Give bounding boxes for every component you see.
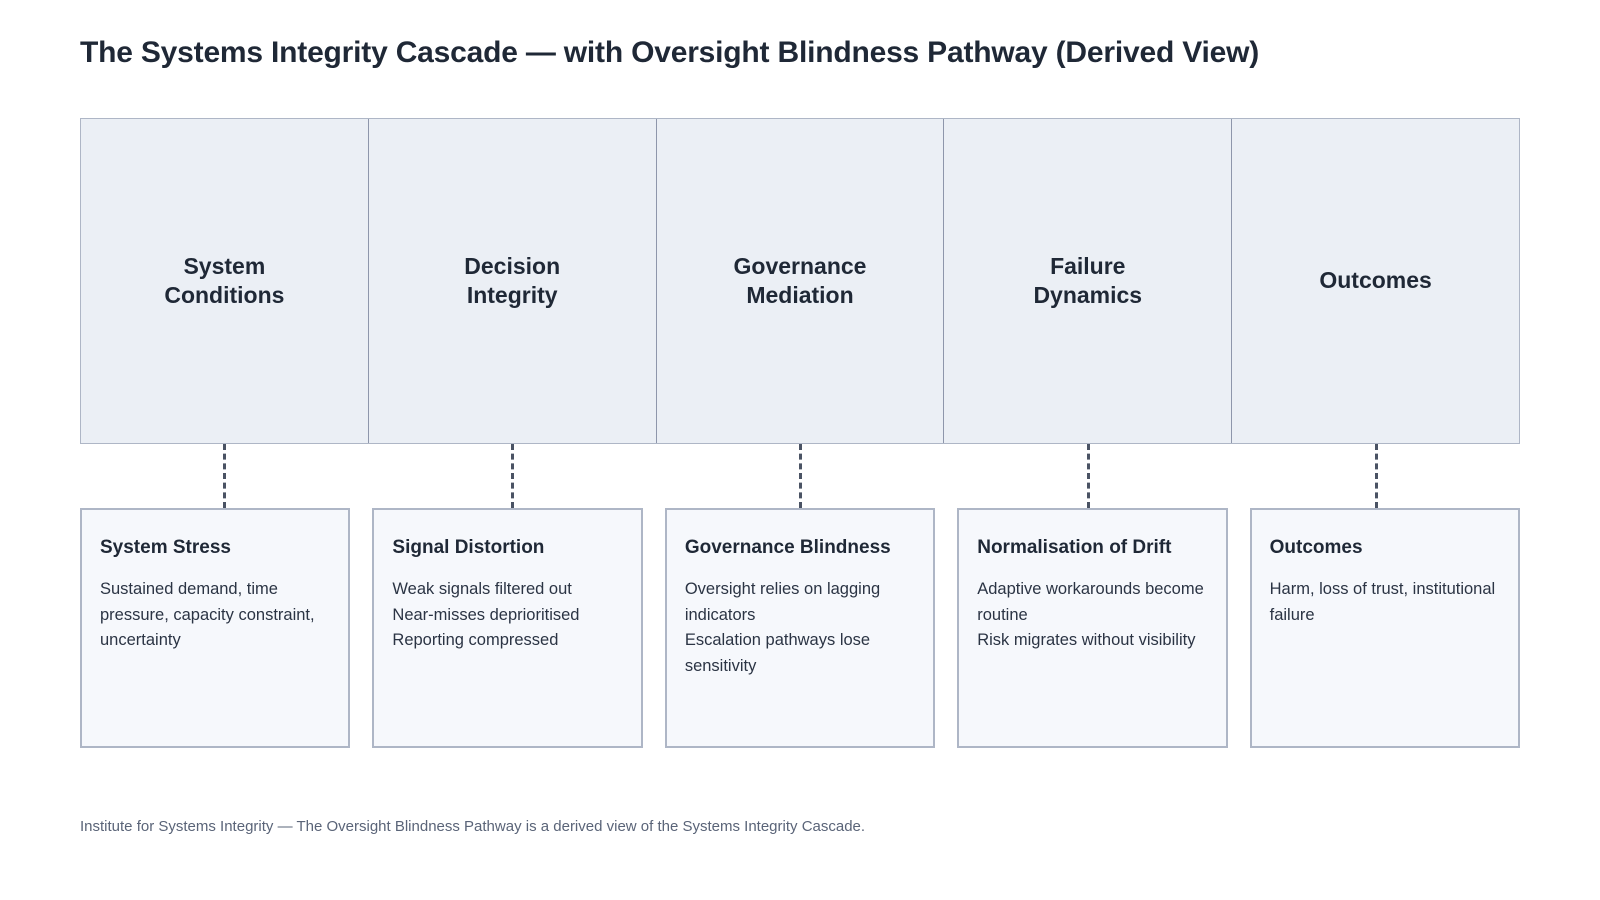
card-body-line: Reporting compressed [392,631,559,650]
card-body: Weak signals filtered out Near-misses de… [392,577,622,654]
stage-label: Failure Dynamics [1033,252,1143,308]
card-body-line: Adaptive workarounds become routine [977,579,1204,624]
page-title: The Systems Integrity Cascade — with Ove… [80,36,1260,69]
card-row: System Stress Sustained demand, time pre… [80,508,1521,748]
stage-cell-1: System Conditions [81,119,369,443]
card-title: Governance Blindness [684,537,891,558]
card-body: Sustained demand, time pressure, capacit… [100,577,330,654]
connector-slot-2 [368,444,656,508]
card-title: System Stress [100,537,231,558]
dashed-connector-icon [1374,444,1378,508]
connector-group [80,444,1520,508]
pathway-card-1: System Stress Sustained demand, time pre… [80,508,351,748]
footer-note: Institute for Systems Integrity — The Ov… [80,818,866,835]
card-body-line: Sustained demand, time pressure, capacit… [100,579,315,624]
dashed-connector-icon [798,444,802,508]
connector-slot-1 [80,444,368,508]
card-body: Harm, loss of trust, institutional failu… [1270,577,1500,628]
pathway-card-5: Outcomes Harm, loss of trust, institutio… [1249,508,1521,748]
card-body-line: Risk migrates without visibility [977,631,1196,650]
card-body-line: Oversight relies on lagging indicators [684,579,881,624]
stage-label: Decision Integrity [464,252,561,308]
card-title: Outcomes [1269,537,1363,558]
card-title: Signal Distortion [392,537,545,558]
dashed-connector-icon [510,444,514,508]
stage-cell-2: Decision Integrity [368,119,657,443]
card-body-line: Harm, loss of trust, institutional failu… [1269,579,1496,624]
connector-slot-4 [944,444,1232,508]
stage-label: Governance Mediation [733,252,867,308]
stage-label: System Conditions [164,252,285,308]
stage-label: Outcomes [1319,267,1432,294]
card-title: Normalisation of Drift [977,537,1172,558]
stage-cell-3: Governance Mediation [656,119,945,443]
stage-band: System Conditions Decision Integrity Gov… [80,118,1520,444]
connector-slot-3 [656,444,944,508]
card-body: Oversight relies on lagging indicators E… [685,577,915,680]
dashed-connector-icon [1086,444,1090,508]
card-body-line: uncertainty [100,631,181,650]
dashed-connector-icon [222,444,226,508]
card-body: Adaptive workarounds become routine Risk… [977,577,1207,654]
card-body-line: Near-misses deprioritised [392,605,580,624]
stage-cell-5: Outcomes [1232,119,1519,443]
card-body-line: Escalation pathways lose sensitivity [684,631,871,676]
card-body-line: Weak signals filtered out [392,579,572,598]
pathway-card-4: Normalisation of Drift Adaptive workarou… [957,508,1228,748]
pathway-card-3: Governance Blindness Oversight relies on… [664,508,936,748]
pathway-card-2: Signal Distortion Weak signals filtered … [372,508,643,748]
connector-slot-5 [1232,444,1520,508]
stage-cell-4: Failure Dynamics [944,119,1233,443]
